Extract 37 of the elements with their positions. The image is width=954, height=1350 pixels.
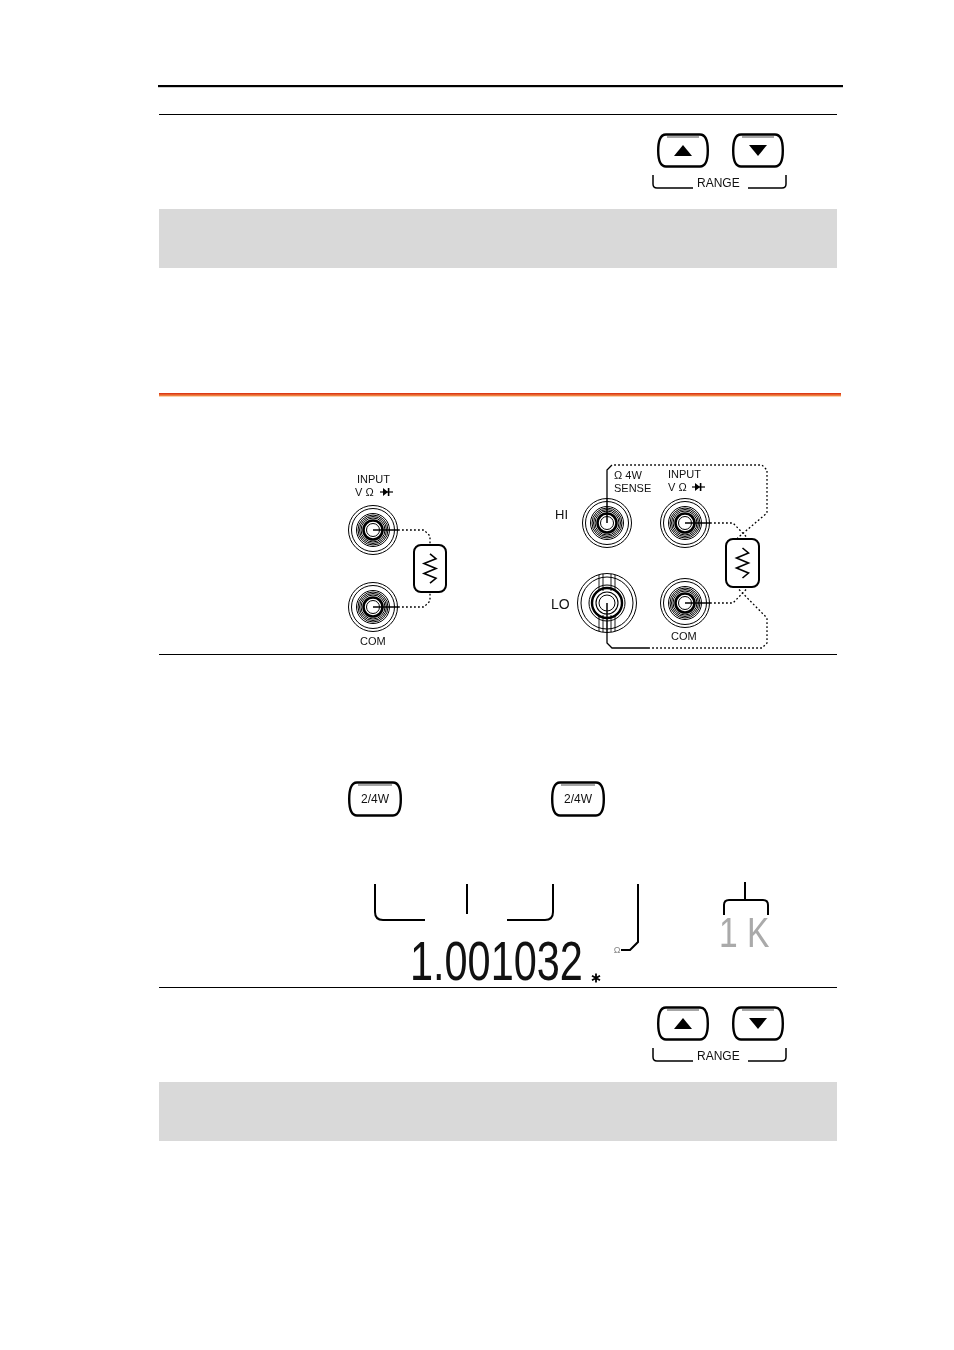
terminal-label: Ω 4W SENSE xyxy=(614,469,653,495)
unit-symbol: Ω xyxy=(613,945,621,955)
terminal-label: V Ω xyxy=(668,482,687,493)
shaded-band xyxy=(159,209,837,268)
range-readout: 1 K xyxy=(719,912,770,954)
terminal-jack xyxy=(577,573,637,633)
shaded-band xyxy=(159,1082,837,1141)
resistor-symbol xyxy=(725,538,760,588)
display-reading: 1.001032 xyxy=(410,933,583,989)
terminal-jack xyxy=(348,582,398,632)
wire xyxy=(709,587,749,604)
terminal-label: COM xyxy=(671,631,697,642)
wire xyxy=(397,592,431,608)
wire xyxy=(606,587,768,649)
panel-button: 2/4W xyxy=(551,781,605,817)
terminal-label: LO xyxy=(551,597,570,611)
resistor-symbol xyxy=(413,544,447,593)
panel-button: 2/4W xyxy=(348,781,402,817)
group-label: RANGE xyxy=(697,177,740,189)
terminal-jack xyxy=(660,578,710,628)
panel-button xyxy=(732,133,784,168)
panel-button xyxy=(732,1006,784,1041)
terminal-label: V Ω xyxy=(355,487,374,498)
terminal-label: INPUT xyxy=(357,474,390,485)
terminal-label: INPUT xyxy=(668,469,701,480)
terminal-jack xyxy=(348,505,398,555)
group-label: RANGE xyxy=(697,1050,740,1062)
terminal-label: HI xyxy=(555,508,568,521)
wire xyxy=(709,522,749,539)
panel-button xyxy=(657,1006,709,1041)
terminal-jack xyxy=(660,498,710,548)
wire xyxy=(397,529,431,545)
terminal-label: COM xyxy=(360,636,386,647)
wire xyxy=(606,464,768,539)
panel-button xyxy=(657,133,709,168)
terminal-jack xyxy=(582,498,632,548)
leader-line xyxy=(620,883,639,951)
